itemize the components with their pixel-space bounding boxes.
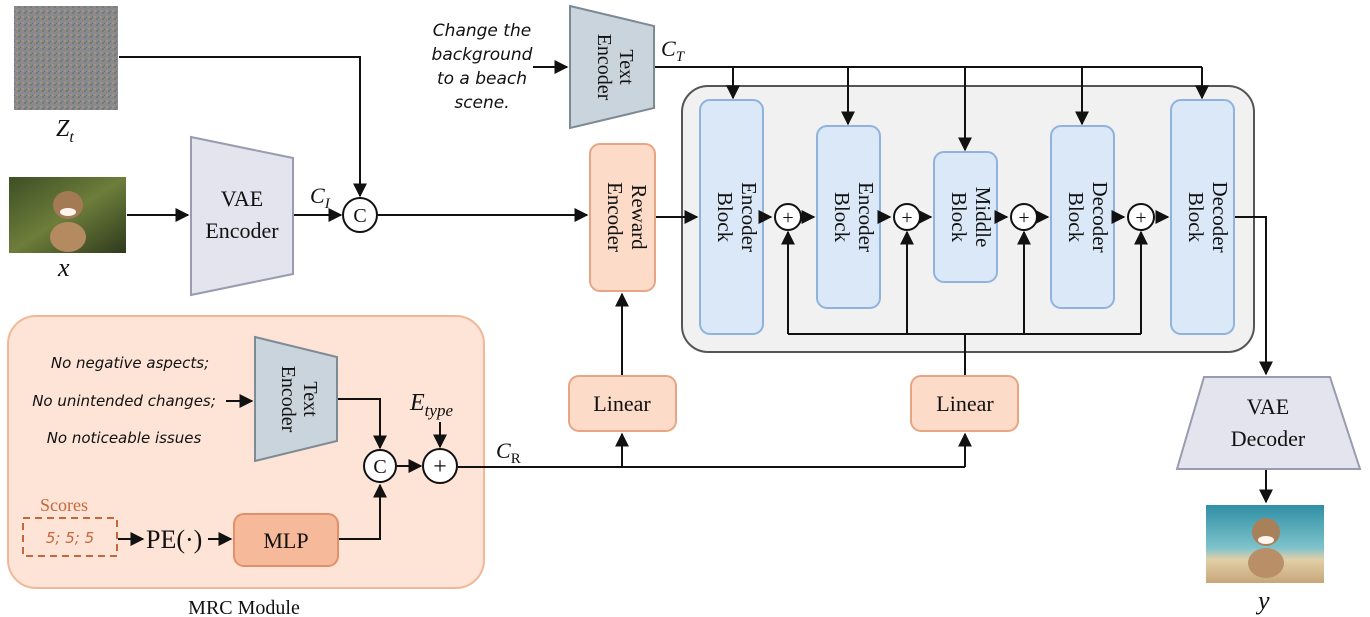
arrow-mlp-to-concat: [339, 483, 387, 540]
ci-label: CI: [310, 183, 331, 212]
unet-block-3: Middle Block: [933, 151, 998, 283]
linear-left-box: [568, 375, 677, 432]
scores-box: [22, 517, 118, 557]
svg-text:Block: Block: [1184, 192, 1208, 243]
mrc-plus-node: +: [422, 448, 458, 484]
reward-encoder-label-1: Reward: [627, 184, 651, 250]
unet-block-2: Encoder Block: [816, 125, 881, 309]
svg-text:C: C: [373, 456, 386, 478]
reward-encoder-box: [589, 143, 656, 292]
svg-text:Encoder: Encoder: [737, 182, 761, 252]
unet-plus-node-1: +: [774, 203, 802, 231]
svg-text:to a beach: to a beach: [437, 69, 527, 89]
vae-encoder-label-1: VAE: [221, 186, 263, 211]
instruction-text: Change the background to a beach scene.: [432, 21, 533, 113]
ct-label: CT: [661, 36, 686, 65]
scores-value: 5; 5; 5: [46, 529, 94, 547]
svg-text:Change the: Change the: [433, 21, 531, 41]
output-image-label: y: [1255, 586, 1270, 615]
svg-text:Decoder: Decoder: [1208, 181, 1232, 252]
svg-text:Decoder: Decoder: [1088, 181, 1112, 252]
reward-encoder-label-2: Encoder: [603, 182, 627, 252]
vae-decoder-label-2: Decoder: [1231, 426, 1306, 451]
noise-latent-image: [14, 6, 118, 110]
mrc-text-encoder-shape: [254, 335, 338, 463]
text-encoder-top-label-1: Text: [615, 49, 637, 85]
svg-text:+: +: [1018, 207, 1029, 229]
scores-label: Scores: [40, 495, 88, 515]
linear-right-box: [910, 375, 1019, 432]
unet-block-4: Decoder Block: [1050, 125, 1115, 309]
source-image: [9, 177, 126, 253]
svg-text:background: background: [432, 45, 533, 65]
svg-text:Block: Block: [947, 192, 971, 243]
linear-right-label: Linear: [936, 391, 994, 416]
vae-encoder-label-2: Encoder: [205, 218, 279, 243]
svg-text:Encoder: Encoder: [854, 182, 878, 252]
pe-label: PE(·): [146, 525, 202, 554]
noise-latent-label: Zt: [56, 116, 74, 146]
svg-text:+: +: [1135, 207, 1146, 229]
linear-left-label: Linear: [593, 391, 651, 416]
mrc-text-encoder-label-1: Text: [299, 381, 321, 417]
arrow-noise-to-concat: [119, 56, 367, 198]
svg-text:+: +: [433, 454, 447, 480]
svg-text:scene.: scene.: [454, 93, 509, 113]
svg-text:No unintended changes;: No unintended changes;: [32, 392, 216, 410]
mrc-module-title: MRC Module: [188, 597, 300, 617]
text-encoder-top-label-2: Encoder: [593, 34, 615, 101]
mrc-text-encoder-label-2: Encoder: [277, 366, 299, 433]
vae-encoder-shape: [190, 135, 294, 297]
mrc-module-panel: [7, 315, 485, 589]
svg-text:No negative aspects;: No negative aspects;: [51, 354, 209, 372]
text-encoder-top-shape: [569, 4, 655, 130]
arrow-mrc-encoder-to-concat: [338, 398, 387, 450]
vae-decoder-shape: [1175, 376, 1362, 470]
etype-label: Etype: [409, 390, 453, 420]
vae-decoder-label-1: VAE: [1247, 394, 1289, 419]
cr-label: CR: [496, 438, 521, 467]
unet-block-5: Decoder Block: [1170, 99, 1235, 335]
mlp-label: MLP: [263, 528, 308, 553]
svg-text:+: +: [901, 207, 912, 229]
svg-text:Block: Block: [1064, 192, 1088, 243]
source-image-label: x: [57, 253, 70, 282]
concat-node-main: [342, 197, 378, 233]
unet-block-1: Encoder Block: [699, 99, 764, 335]
mrc-concat-node: C: [363, 449, 397, 483]
output-image: [1206, 505, 1324, 583]
svg-text:Block: Block: [713, 192, 737, 243]
arrow-block5-to-decoder: [1235, 216, 1273, 376]
mlp-box: [233, 513, 339, 567]
unet-plus-node-2: +: [893, 203, 921, 231]
svg-text:+: +: [782, 207, 793, 229]
mrc-reward-texts: No negative aspects; No unintended chang…: [32, 354, 216, 447]
concat-node-main-label: C: [353, 205, 366, 227]
unet-plus-node-3: +: [1010, 203, 1038, 231]
svg-text:Middle: Middle: [971, 187, 995, 248]
svg-text:Block: Block: [830, 192, 854, 243]
unet-plus-node-4: +: [1127, 203, 1155, 231]
svg-text:No noticeable issues: No noticeable issues: [47, 429, 202, 447]
